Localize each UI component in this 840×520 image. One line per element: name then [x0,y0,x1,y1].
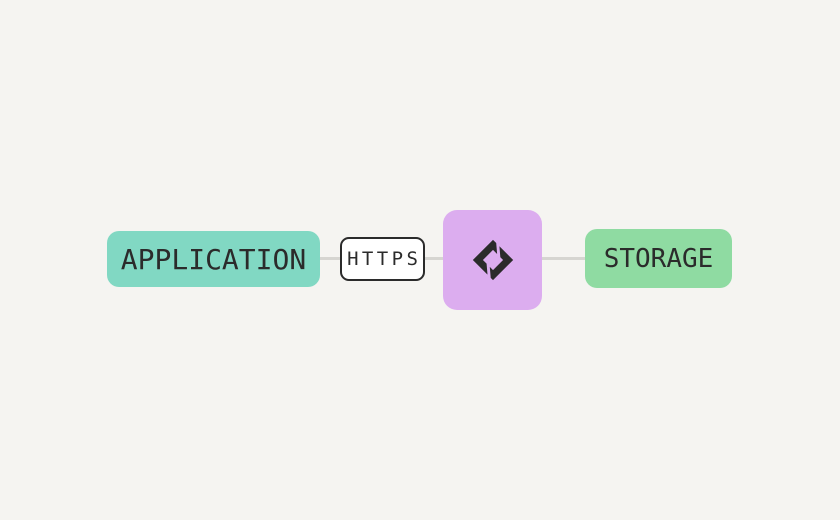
node-storage-label: STORAGE [603,243,714,274]
diamond-brackets-icon [472,239,513,281]
node-hub [443,210,542,310]
node-https-label-pill: HTTPS [340,237,425,281]
node-storage: STORAGE [585,229,732,288]
node-application: APPLICATION [107,231,320,287]
node-application-label: APPLICATION [120,242,307,276]
node-https-label: HTTPS [347,248,422,270]
